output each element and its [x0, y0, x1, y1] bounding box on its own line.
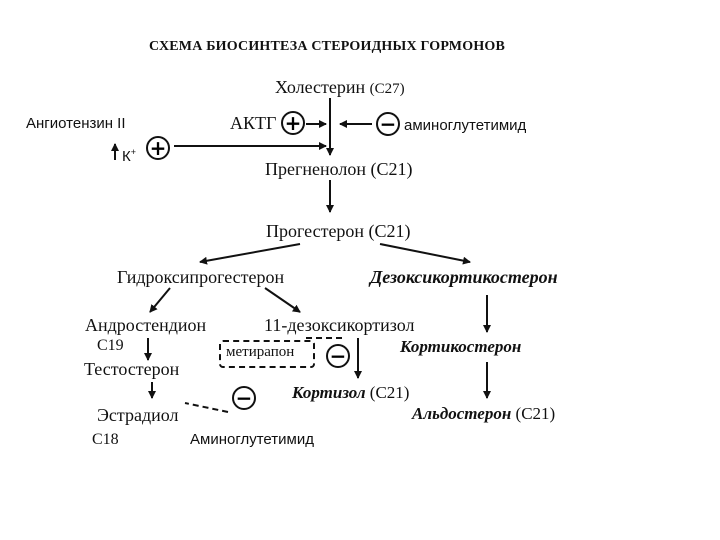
arrow-hydroxyprogesterone-deoxycortisol [264, 287, 301, 313]
minus-sign-metyrapone: − [326, 344, 350, 368]
node-cholesterol-label: Холестерин [275, 77, 366, 97]
node-actg: АКТГ [230, 113, 277, 133]
node-cholesterol: Холестерин (С27) [275, 78, 405, 97]
node-progesterone: Прогестерон (С21) [266, 221, 411, 241]
node-hydroxyprogesterone: Гидроксипрогестерон [117, 267, 285, 287]
node-aldosterone-label: Альдостерон [412, 404, 512, 423]
label-c18: С18 [92, 431, 119, 448]
node-cortisol: Кортизол (С21) [292, 384, 409, 401]
node-aminoglutethimide-bottom: Аминоглутетимид [190, 431, 314, 448]
arrow-progesterone-hydroxyprogesterone [199, 243, 301, 265]
node-deoxycorticosterone: Дезоксикортикостерон [370, 267, 558, 287]
minus-sign-aminoglutethimide: − [376, 112, 400, 136]
arrow-progesterone-deoxycorticosterone [379, 243, 471, 265]
plus-sign-potassium: + [146, 136, 170, 160]
node-corticosterone: Кортикостерон [400, 337, 522, 356]
node-cortisol-carbon: (С21) [369, 383, 410, 402]
node-aminoglutethimide-top: аминоглутетимид [404, 117, 527, 134]
node-pregnenolone: Прегненолон (С21) [265, 159, 413, 179]
node-deoxycortisol: 11-дезоксикортизол [264, 315, 415, 335]
node-metyrapone: метирапон [226, 344, 295, 360]
node-androstenedione: Андростендион [85, 315, 207, 335]
node-potassium-label: К [122, 148, 131, 165]
minus-sign-aminoglutethimide-bottom: − [232, 386, 256, 410]
node-potassium-superscript: + [130, 147, 137, 157]
node-estradiol: Эстрадиол [97, 405, 179, 425]
dashed-inhibition-aminoglutethimide [184, 402, 229, 413]
node-cortisol-label: Кортизол [292, 383, 366, 402]
arrow-hydroxyprogesterone-androstenedione [149, 287, 171, 313]
node-cholesterol-carbon: (С27) [369, 81, 405, 97]
node-aldosterone: Альдостерон (С21) [412, 405, 555, 422]
node-testosterone: Тестостерон [84, 359, 180, 379]
node-angiotensin: Ангиотензин II [26, 115, 126, 132]
diagram-title: СХЕМА БИОСИНТЕЗА СТЕРОИДНЫХ ГОРМОНОВ [149, 39, 506, 54]
label-c19: С19 [97, 337, 124, 354]
metyrapone-box [219, 340, 315, 368]
plus-sign-actg: + [281, 111, 305, 135]
node-aldosterone-carbon: (С21) [515, 404, 556, 423]
node-potassium: К+ [122, 147, 137, 165]
